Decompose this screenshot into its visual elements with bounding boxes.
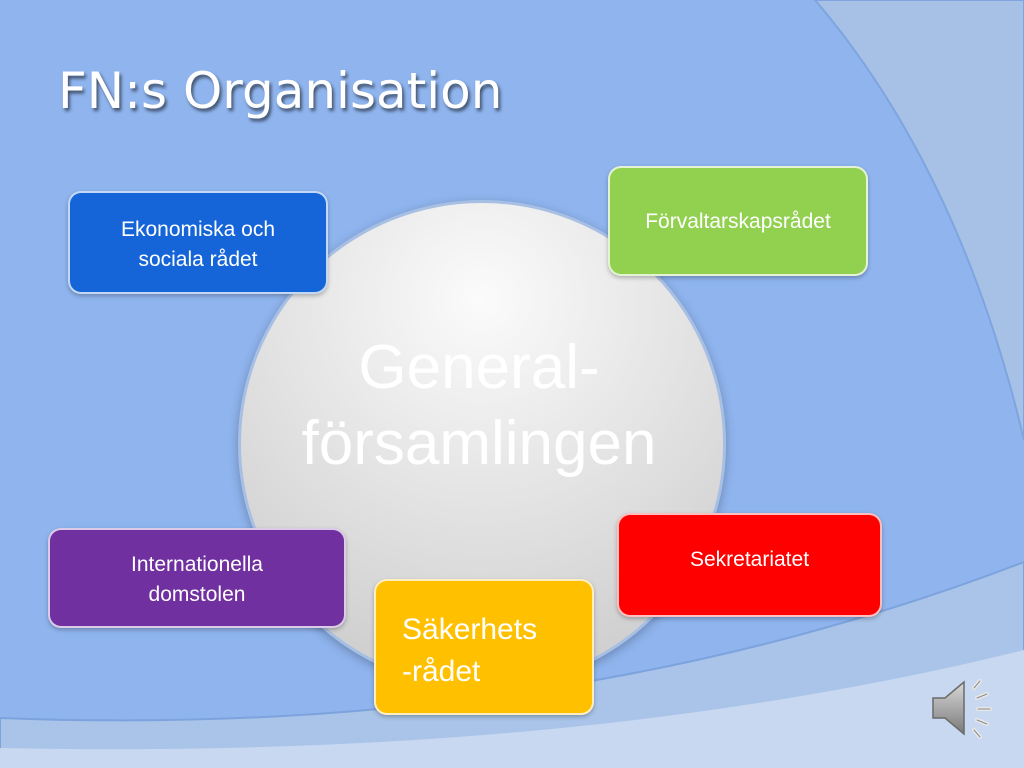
center-label: General- församlingen: [301, 333, 657, 478]
box-internationella-domstolen: Internationella domstolen: [48, 528, 346, 628]
box-label: Sekretariatet: [689, 548, 810, 571]
slide-title: FN:s Organisation: [58, 62, 503, 120]
box-sakerhetsradet: Säkerhets -rådet: [374, 579, 594, 715]
box-label: Internationella domstolen: [131, 553, 263, 606]
box-label: Ekonomiska och sociala rådet: [120, 218, 276, 271]
box-sekretariatet: Sekretariatet: [617, 513, 882, 617]
box-label: Förvaltarskapsrådet: [645, 210, 831, 233]
box-ekonomiska-och-sociala-radet: Ekonomiska och sociala rådet: [68, 191, 328, 294]
box-label: Säkerhets -rådet: [402, 613, 538, 688]
speaker-icon[interactable]: [928, 676, 998, 740]
box-forvaltarskapsradet: Förvaltarskapsrådet: [608, 166, 868, 276]
